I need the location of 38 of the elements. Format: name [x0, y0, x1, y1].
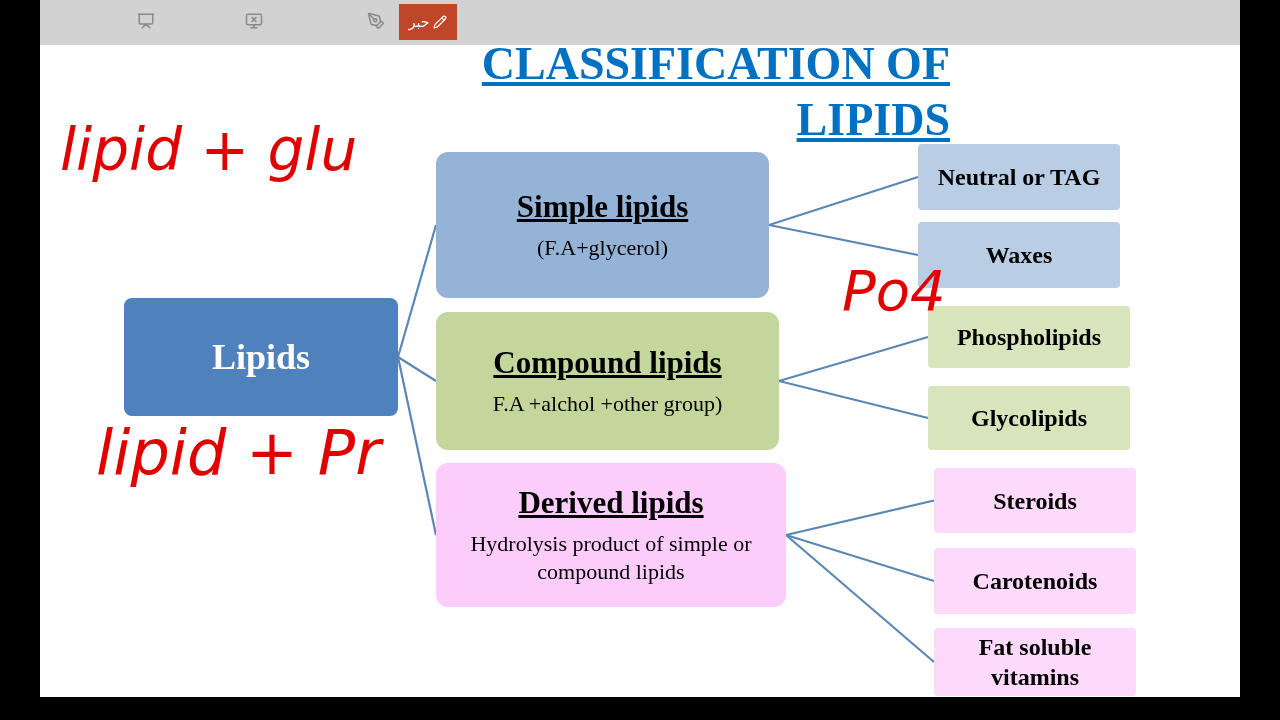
connector-line [785, 499, 935, 537]
subtype-box [934, 628, 1136, 696]
handwritten-note: Po4 [842, 262, 947, 321]
box-label: Phospholipids [955, 323, 1103, 352]
category-heading: Derived lipids [518, 483, 704, 522]
box-label: Lipids [210, 335, 312, 379]
box-label: Neutral or TAG [936, 163, 1102, 192]
box-label: Glycolipids [970, 404, 1088, 433]
box-label: Steroids [992, 486, 1078, 516]
handwritten-note: lipid + glu [60, 120, 359, 181]
connector-line [768, 223, 919, 257]
box-label: Waxes [984, 241, 1054, 270]
root-box [124, 298, 398, 416]
handwritten-note: lipid + Pr [96, 420, 396, 486]
connector-line [785, 533, 935, 583]
subtype-box [934, 468, 1136, 533]
subtype-box [918, 144, 1120, 210]
subtype-box [928, 386, 1130, 450]
connector-line [397, 356, 437, 382]
box-label: Carotenoids [971, 567, 1099, 596]
connector-line [396, 356, 438, 536]
category-box [436, 312, 779, 450]
category-description: Hydrolysis product of simple or compound lipids [469, 530, 753, 587]
connector-line [785, 534, 935, 663]
category-heading: Simple lipids [516, 187, 689, 226]
category-description: (F.A+glycerol) [536, 234, 669, 263]
subtype-box [934, 548, 1136, 614]
connector-line [396, 224, 438, 358]
connector-line [768, 175, 919, 227]
ink-button: حبر [399, 4, 457, 40]
slide-title: CLASSIFICATION OF LIPIDS [480, 37, 950, 147]
category-heading: Compound lipids [493, 343, 722, 382]
category-description: F.A +alchol +other group) [491, 390, 724, 419]
connector-line [778, 335, 929, 383]
category-box [436, 463, 786, 607]
category-box [436, 152, 769, 298]
box-label: Fat soluble vitamins [977, 633, 1093, 692]
connector-line [778, 379, 929, 420]
